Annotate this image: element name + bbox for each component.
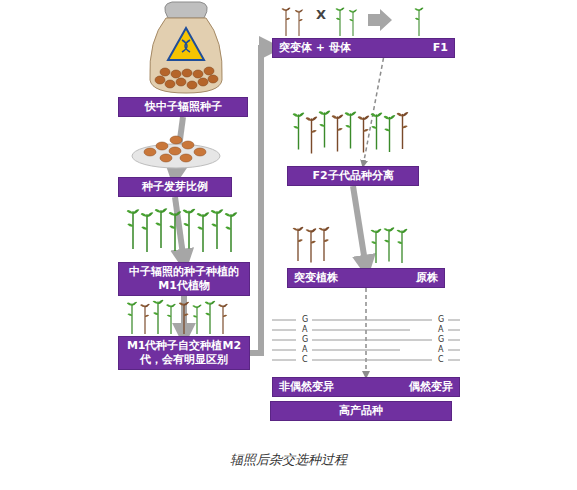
flow-arrow	[175, 197, 184, 262]
base-letter: A	[302, 345, 307, 355]
process-box: 突变植株 原株	[287, 268, 445, 288]
box-label: 快中子辐照种子	[145, 100, 222, 114]
base-letter: G	[438, 315, 444, 325]
box-label: 种子发芽比例	[142, 180, 208, 194]
flow-arrow	[353, 186, 366, 268]
base-letter: G	[438, 335, 444, 345]
flow-arrow	[250, 48, 272, 353]
process-box: 种子发芽比例	[118, 177, 232, 197]
cross-symbol: X	[316, 10, 326, 20]
box-label: 突变体 + 母体	[279, 41, 351, 55]
box-label: 原株	[416, 271, 438, 285]
box-label: 偶然变异	[409, 380, 453, 394]
base-letter: C	[438, 355, 444, 365]
box-label: F2子代品种分离	[312, 169, 393, 183]
process-box: 中子辐照的种子种植的M1代植物	[118, 262, 250, 296]
box-label: 突变植株	[294, 271, 338, 285]
base-letter: A	[302, 325, 307, 335]
process-box: 非偶然变异 偶然变异	[272, 377, 460, 397]
process-box: 快中子辐照种子	[118, 97, 248, 117]
figure-caption: 辐照后杂交选种过程	[0, 451, 577, 469]
base-letter: G	[302, 335, 308, 345]
box-label: 高产品种	[339, 404, 383, 418]
base-letter: A	[438, 345, 443, 355]
box-label: 非偶然变异	[279, 380, 334, 394]
flow-arrow	[365, 288, 367, 377]
process-box: 突变体 + 母体 F1	[272, 38, 455, 58]
base-letter: G	[302, 315, 308, 325]
box-label: 中子辐照的种子种植的M1代植物	[125, 265, 243, 293]
process-box: F2子代品种分离	[287, 166, 419, 186]
process-box: M1代种子自交种植M2代，会有明显区别	[118, 336, 250, 370]
box-label: M1代种子自交种植M2代，会有明显区别	[125, 339, 243, 367]
base-letter: C	[302, 355, 308, 365]
process-box: 高产品种	[270, 401, 452, 421]
box-label: F1	[433, 41, 448, 55]
base-letter: A	[438, 325, 443, 335]
flow-arrow	[363, 58, 384, 166]
